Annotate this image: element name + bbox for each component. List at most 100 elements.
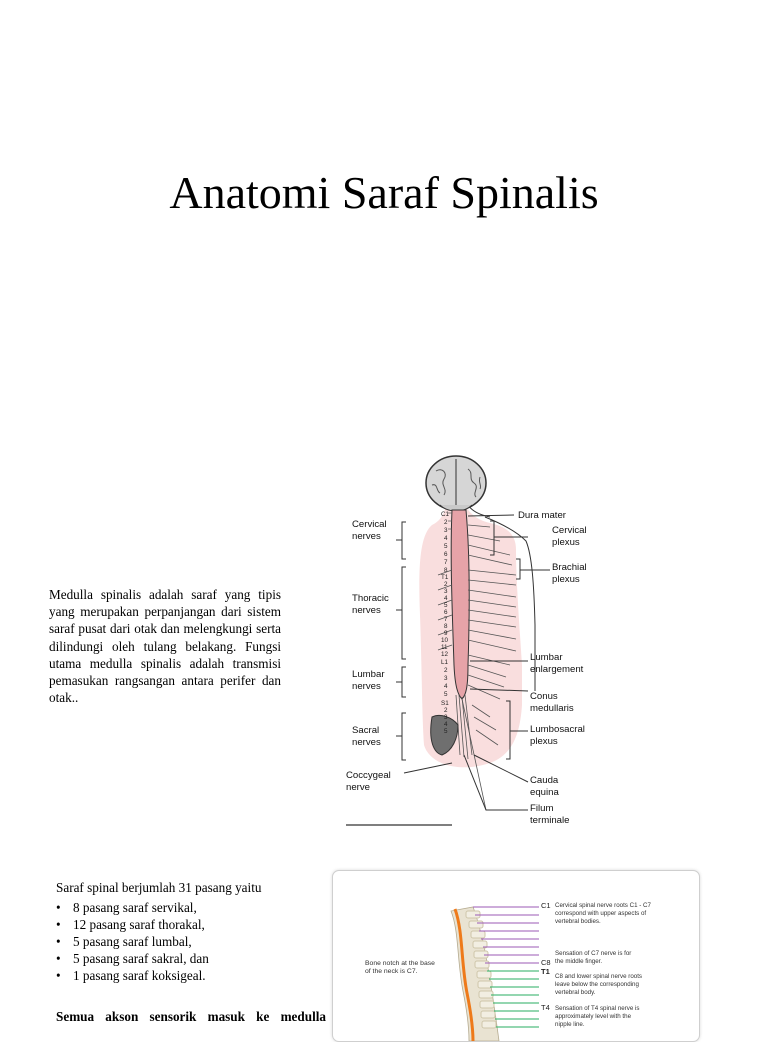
vertebra-ticks (448, 512, 452, 530)
vertebra-number: 4 (444, 595, 448, 602)
body-silhouette (419, 505, 522, 768)
left-labels: Cervical nerves Thoracic nerves Lumbar n… (346, 519, 391, 793)
vertebra-number: 5 (444, 543, 448, 550)
intro-paragraph: Medulla spinalis adalah saraf yang tipis… (49, 587, 281, 706)
list-item: • 8 pasang saraf servikal, (56, 899, 209, 916)
note-c8-line-3: vertebral body. (555, 989, 596, 996)
label-cervical-nerves-2: nerves (352, 531, 381, 542)
label-cervical-plexus-2: plexus (552, 537, 580, 548)
vertebra-number: 11 (441, 644, 448, 651)
vertebra-number: 12 (441, 651, 449, 658)
list-item-text: 12 pasang saraf thorakal, (73, 917, 205, 932)
bullet-icon: • (56, 917, 61, 932)
note-c8-line-1: C8 and lower spinal nerve roots (555, 973, 642, 980)
vertebra-number: 4 (444, 721, 448, 728)
label-cauda-equina-1: Cauda (530, 775, 559, 786)
vertebra-number: 5 (444, 602, 448, 609)
shoulder-outline (484, 516, 536, 691)
vertebra-number: 2 (444, 667, 448, 674)
label-thoracic-nerves-2: nerves (352, 605, 381, 616)
label-sacral-nerves-1: Sacral (352, 725, 379, 736)
list-item-text: 5 pasang saraf lumbal, (73, 934, 192, 949)
label-cervical-nerves-1: Cervical (352, 519, 387, 530)
label-brachial-plexus-2: plexus (552, 574, 580, 585)
vertebra-number: 8 (444, 567, 448, 574)
label-filum-terminale-2: terminale (530, 815, 569, 826)
vertebra-number: 6 (444, 551, 448, 558)
label-lumbar-nerves-2: nerves (352, 681, 381, 692)
vertebra-number-labels: C1 2 3 4 5 6 7 8 T1 2 3 4 5 6 7 8 9 10 1… (441, 511, 450, 735)
left-brackets (396, 521, 453, 774)
label-brachial-plexus-1: Brachial (552, 562, 587, 573)
level-label-c1: C1 (541, 901, 551, 910)
vertebra-number: 8 (444, 623, 448, 630)
spinal-anatomy-figure: C1 2 3 4 5 6 7 8 T1 2 3 4 5 6 7 8 9 10 1… (340, 455, 600, 835)
label-coccygeal-nerve-2: nerve (346, 782, 370, 793)
label-cauda-equina-2: equina (530, 787, 559, 798)
vertebra-number: 3 (444, 714, 448, 721)
note-t4-line-1: Sensation of T4 spinal nerve is (555, 1005, 640, 1012)
right-labels: Dura mater Cervical plexus Brachial plex… (518, 510, 587, 826)
vertebral-column (450, 906, 500, 1041)
vertebra-number: 9 (444, 630, 448, 637)
label-lumbar-nerves-1: Lumbar (352, 669, 385, 680)
label-lumbar-enlargement-2: enlargement (530, 664, 584, 675)
note-t4-line-3: nipple line. (555, 1021, 585, 1028)
label-cervical-plexus-1: Cervical (552, 525, 587, 536)
note-t4-line-2: approximately level with the (555, 1013, 632, 1020)
level-label-t4: T4 (541, 1003, 550, 1012)
bullet-icon: • (56, 900, 61, 915)
list-item: • 5 pasang saraf sakral, dan (56, 950, 209, 967)
note-c1-line-3: vertebral bodies. (555, 918, 601, 925)
slide-title: Anatomi Saraf Spinalis (169, 167, 599, 218)
list-item-text: 5 pasang saraf sakral, dan (73, 951, 209, 966)
vertebra-number: 5 (444, 728, 448, 735)
vertebra-number: 2 (444, 519, 448, 526)
list-item: • 5 pasang saraf lumbal, (56, 933, 209, 950)
vertebra-number: 3 (444, 527, 448, 534)
vertebra-number: T1 (441, 574, 449, 581)
cervical-level-lines (473, 906, 539, 964)
note-c1-line-2: correspond with upper aspects of (555, 910, 646, 917)
right-brackets (463, 514, 550, 811)
label-lumbosacral-plexus-2: plexus (530, 736, 558, 747)
vertebra-number: 4 (444, 535, 448, 542)
bullet-icon: • (56, 968, 61, 983)
vertebra-number: L1 (441, 659, 449, 666)
list-item-text: 8 pasang saraf servikal, (73, 900, 197, 915)
vertebra-number: 4 (444, 683, 448, 690)
right-notes: Cervical spinal nerve roots C1 - C7 corr… (555, 902, 652, 1028)
label-lumbosacral-plexus-1: Lumbosacral (530, 724, 585, 735)
level-labels: C1 C8 T1 T4 (541, 901, 551, 1012)
sacrum (430, 714, 459, 756)
vertebra-number: 6 (444, 609, 448, 616)
vertebra-number: 2 (444, 707, 448, 714)
spinal-levels-figure: C1 C8 T1 T4 Bone notch at the base of th… (332, 870, 700, 1042)
list-lead: Saraf spinal berjumlah 31 pasang yaitu (56, 880, 262, 895)
list-item-text: 1 pasang saraf koksigeal. (73, 968, 206, 983)
level-label-c8: C8 (541, 958, 551, 967)
vertebra-number: 3 (444, 675, 448, 682)
left-note: Bone notch at the base of the neck is C7… (365, 960, 435, 975)
left-note-line-2: of the neck is C7. (365, 968, 418, 975)
bullet-icon: • (56, 934, 61, 949)
bold-statement: Semua akson sensorik masuk ke medulla (56, 1009, 326, 1024)
list-item: • 1 pasang saraf koksigeal. (56, 967, 209, 984)
vertebra-number: 7 (444, 559, 448, 566)
left-note-line-1: Bone notch at the base (365, 960, 435, 967)
note-c7-line-2: the middle finger. (555, 958, 602, 965)
vertebra-number: 2 (444, 581, 448, 588)
vertebra-number: 3 (444, 588, 448, 595)
label-coccygeal-nerve-1: Coccygeal (346, 770, 391, 781)
brain (425, 455, 487, 512)
nerve-pairs-list: • 8 pasang saraf servikal, • 12 pasang sar… (56, 899, 209, 984)
label-lumbar-enlargement-1: Lumbar (530, 652, 563, 663)
note-c1-line-1: Cervical spinal nerve roots C1 - C7 (555, 902, 652, 909)
bullet-icon: • (56, 951, 61, 966)
label-thoracic-nerves-1: Thoracic (352, 593, 389, 604)
label-conus-medullaris-2: medullaris (530, 703, 574, 714)
list-item: • 12 pasang saraf thorakal, (56, 916, 209, 933)
vertebra-number: 7 (444, 616, 448, 623)
label-sacral-nerves-2: nerves (352, 737, 381, 748)
vertebra-number: 10 (441, 637, 449, 644)
